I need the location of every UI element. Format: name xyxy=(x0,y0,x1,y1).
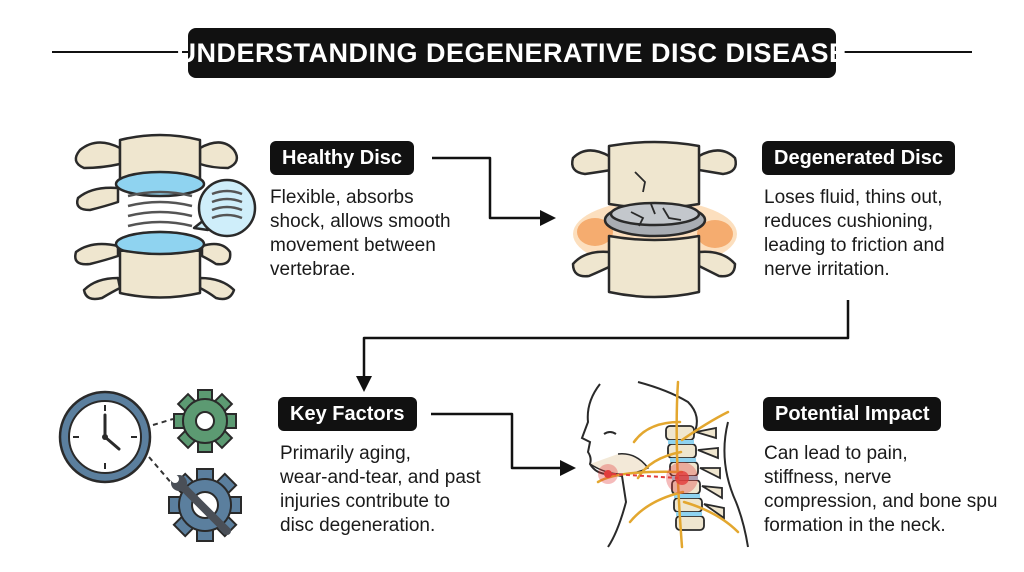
healthy-disc-icon xyxy=(74,133,257,301)
potential-impact-line: compression, and bone spu xyxy=(764,491,998,512)
arrow-degenerated-to-factors xyxy=(362,300,850,378)
arrowhead-2 xyxy=(356,376,372,392)
key-factors-line: Primarily aging, xyxy=(280,443,411,464)
degenerated-disc-line: nerve irritation. xyxy=(764,259,890,280)
arrow-factors-to-impact xyxy=(431,412,564,470)
key-factors-line: wear-and-tear, and past xyxy=(280,467,481,488)
healthy-disc-line: Flexible, absorbs xyxy=(270,187,414,208)
key-factors-line: injuries contribute to xyxy=(280,491,451,512)
gear-icon xyxy=(173,389,237,453)
wrench-gear-icon xyxy=(168,468,242,542)
potential-impact-heading: Potential Impact xyxy=(763,397,942,431)
healthy-disc-line: shock, allows smooth xyxy=(270,211,451,232)
neck-spine-icon xyxy=(580,380,749,549)
healthy-disc-line: movement between xyxy=(270,235,436,256)
key-factors-icons xyxy=(58,389,242,542)
degenerated-disc-line: leading to friction and xyxy=(764,235,945,256)
potential-impact-line: stiffness, nerve xyxy=(764,467,892,488)
arrow-healthy-to-degenerated xyxy=(432,156,542,220)
key-factors-heading: Key Factors xyxy=(278,397,417,431)
degenerated-disc-heading: Degenerated Disc xyxy=(762,141,955,175)
title-rule-left xyxy=(52,51,190,53)
key-factors-line: disc degeneration. xyxy=(280,515,436,536)
healthy-disc-description: Flexible, absorbs shock, allows smooth m… xyxy=(270,186,451,282)
clock-icon xyxy=(58,390,152,484)
page-title: UNDERSTANDING DEGENERATIVE DISC DISEASE xyxy=(176,28,847,78)
key-factors-description: Primarily aging, wear-and-tear, and past… xyxy=(280,442,481,538)
potential-impact-description: Can lead to pain, stiffness, nerve compr… xyxy=(764,442,1024,538)
potential-impact-line: formation in the neck. xyxy=(764,515,946,536)
degenerated-disc-line: reduces cushioning, xyxy=(764,211,933,232)
healthy-disc-heading: Healthy Disc xyxy=(270,141,415,175)
healthy-disc-line: vertebrae. xyxy=(270,259,356,280)
title-rule-right xyxy=(834,51,972,53)
arrowhead-1 xyxy=(540,210,556,226)
arrowhead-3 xyxy=(560,460,576,476)
degenerated-disc-description: Loses fluid, thins out, reduces cushioni… xyxy=(764,186,945,282)
degenerated-disc-icon xyxy=(571,140,737,299)
degenerated-disc-line: Loses fluid, thins out, xyxy=(764,187,943,208)
potential-impact-line: Can lead to pain, xyxy=(764,443,908,464)
